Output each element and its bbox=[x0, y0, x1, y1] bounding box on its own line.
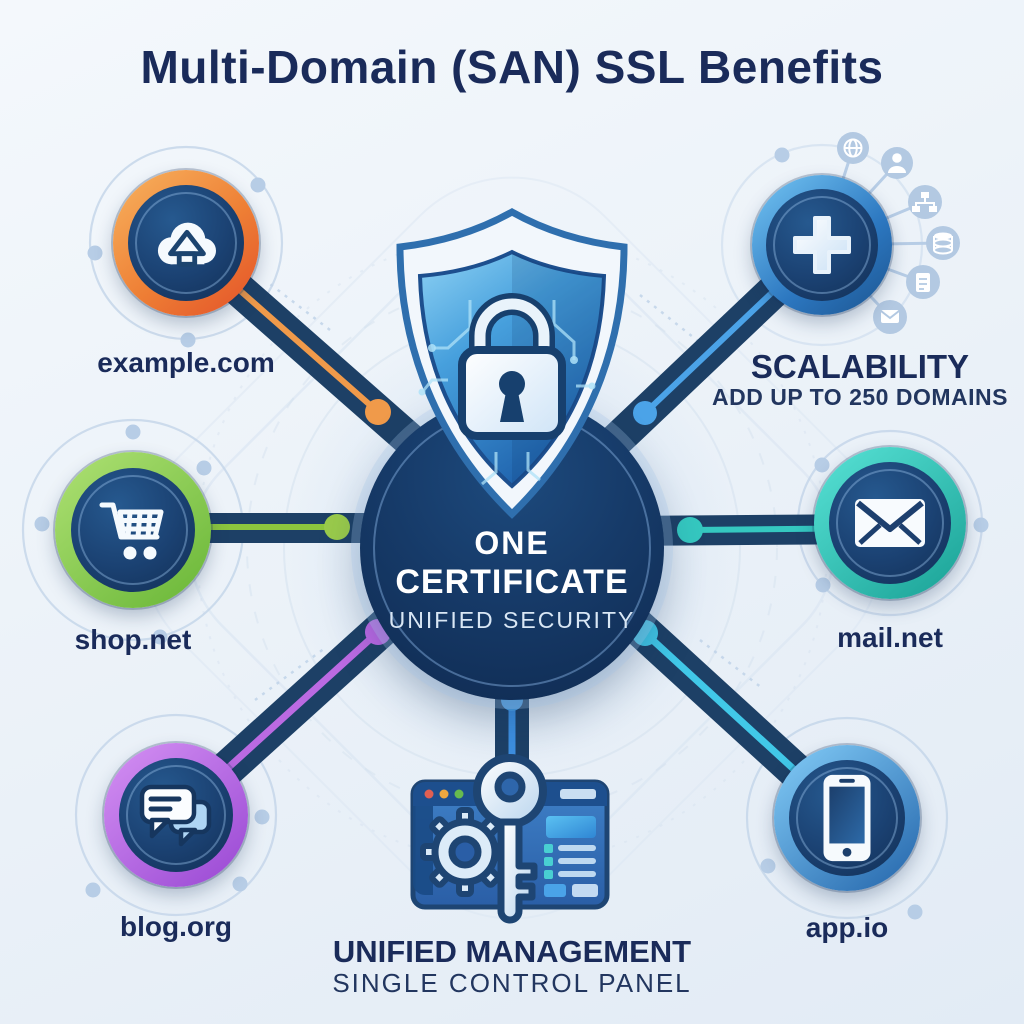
node-label-mail-net: mail.net bbox=[837, 622, 943, 653]
user-icon bbox=[881, 147, 913, 179]
smartphone-icon bbox=[823, 774, 871, 862]
node-label-app-io: app.io bbox=[805, 912, 889, 943]
window-dot-green bbox=[454, 789, 464, 799]
sitemap-icon bbox=[908, 185, 942, 219]
document-icon bbox=[906, 265, 940, 299]
cloud-upload-icon bbox=[157, 222, 216, 267]
node-mail-net bbox=[814, 447, 966, 599]
window-dot-red bbox=[424, 789, 434, 799]
window-dot-orange bbox=[439, 789, 449, 799]
chat-bubbles-icon bbox=[139, 784, 212, 847]
envelope-icon bbox=[855, 499, 925, 547]
page-title: Multi-Domain (SAN) SSL Benefits bbox=[140, 41, 884, 93]
control-panel-window bbox=[410, 779, 610, 910]
node-example-com bbox=[113, 170, 259, 316]
management-label: UNIFIED MANAGEMENT bbox=[332, 934, 692, 969]
node-scalability bbox=[752, 175, 892, 315]
node-label-blog-org: blog.org bbox=[120, 911, 232, 942]
circuit-dots bbox=[418, 344, 596, 396]
hub-line-one: ONE bbox=[474, 525, 550, 561]
gear-icon bbox=[420, 807, 510, 897]
key-icon bbox=[473, 754, 547, 924]
database-icon bbox=[926, 226, 960, 260]
hub-line-certificate: CERTIFICATE bbox=[395, 562, 629, 601]
hub-text: ONE CERTIFICATE UNIFIED SECURITY bbox=[388, 525, 636, 634]
mail-icon bbox=[873, 300, 907, 334]
plus-icon bbox=[793, 216, 851, 274]
shopping-cart-icon bbox=[99, 502, 164, 560]
globe-icon bbox=[837, 132, 869, 164]
node-shop-net bbox=[55, 452, 211, 608]
hub-line-unified-security: UNIFIED SECURITY bbox=[388, 607, 636, 634]
node-blog-org bbox=[104, 743, 248, 887]
node-label-shop-net: shop.net bbox=[74, 624, 192, 655]
node-label-example-com: example.com bbox=[97, 347, 275, 378]
node-app-io bbox=[774, 745, 920, 891]
management-sublabel: SINGLE CONTROL PANEL bbox=[332, 968, 692, 998]
node-label-scalability: SCALABILITY bbox=[750, 348, 970, 385]
node-sublabel-scalability: ADD UP TO 250 DOMAINS bbox=[712, 384, 1008, 410]
